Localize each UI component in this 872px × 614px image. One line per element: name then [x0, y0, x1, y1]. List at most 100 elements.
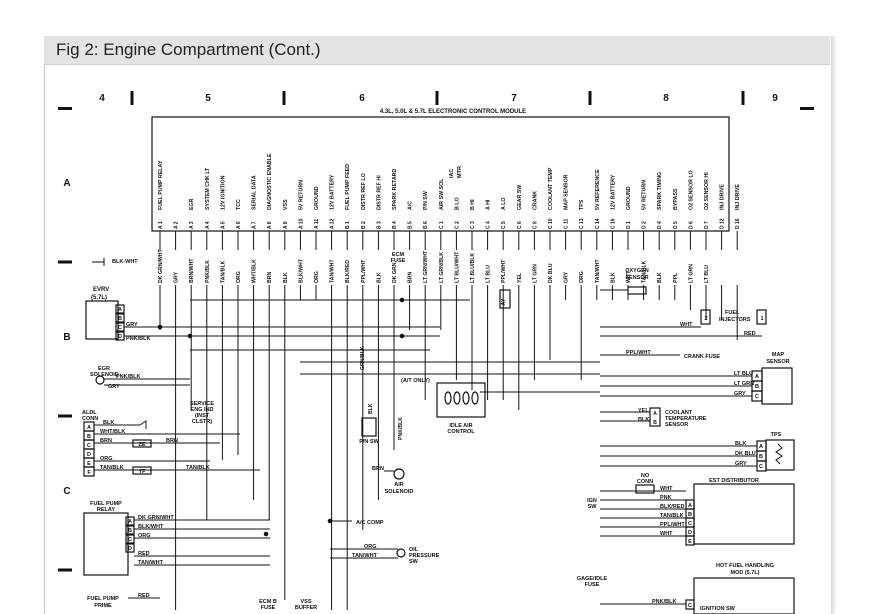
ay-label: AY	[501, 298, 507, 305]
evrv-pin	[115, 304, 125, 314]
fuel-pump-relay-pin-letter: A	[128, 519, 132, 525]
ecm-pin-number: A 2	[174, 221, 180, 229]
iac-label: IDLE AIR	[449, 423, 472, 429]
ecm-pin-label: O2 SENSOR HI	[704, 172, 710, 210]
oil-pressure-wire-org: ORG	[364, 544, 377, 550]
wire-color-label: TAN/WHT	[330, 259, 336, 283]
ecm-pin-label: SPARK RETARD	[392, 169, 398, 210]
ecm-pin-label: GROUND	[314, 186, 320, 210]
vss-buffer-label: BUFFER	[295, 605, 317, 611]
ecm-pin-label: 12V BATTERY	[330, 174, 336, 210]
wire-color-label: BLK/RED	[345, 260, 351, 283]
ecm-pin-label: GROUND	[626, 186, 632, 210]
splice-dot	[399, 297, 405, 303]
air-solenoid-label: AIR	[394, 482, 404, 488]
ecm-pin-number: D 2	[642, 221, 648, 229]
ecm-b-fuse-label: FUSE	[261, 605, 276, 611]
ecm-pin-label: P/N SW	[423, 191, 429, 210]
wire-color-label: BRN/WHT	[189, 258, 195, 283]
ecm-pin-label: TCC	[236, 199, 242, 210]
fuel-pump-relay-wire-label: DK GRN/WHT	[138, 515, 174, 521]
splice-dot	[157, 324, 163, 330]
injector-pin: 1	[760, 316, 763, 322]
pn-sw-name: P/N SW	[359, 439, 379, 445]
ecm-pin-number: A 6	[236, 221, 242, 229]
ecm-module	[151, 116, 730, 232]
evrv-pin-letter: D	[118, 334, 122, 340]
fuel-pump-relay-pin	[125, 525, 135, 535]
iac-coil	[453, 391, 461, 405]
aldl-pin-letter: F	[87, 470, 91, 476]
coolant-sensor-label: COOLANT	[665, 410, 693, 416]
wire-lines	[92, 231, 783, 610]
grid-tick	[588, 91, 592, 105]
ecm-pin-label: FUEL PUMP RELAY	[158, 160, 164, 210]
tps-wire-label: BLK	[735, 441, 746, 447]
wire-color-label: LT BLU	[486, 265, 492, 283]
ecm-pin-label: TPS	[579, 199, 585, 210]
ecm-iac-sub: MTR	[457, 166, 463, 178]
coolant-sensor-label: TEMPERATURE	[665, 416, 707, 422]
hot-fuel-pin	[685, 599, 695, 610]
ecm-pin-number: C 11	[564, 218, 570, 229]
ecm-pin-label: A HI	[486, 199, 492, 210]
idle-air-control-body	[436, 382, 486, 418]
aldl-pin-letter: D	[87, 452, 91, 458]
fuel-pump-relay-wire-label: TAN/WHT	[138, 560, 164, 566]
hot-fuel-body	[693, 577, 795, 614]
evrv-name: EVRV	[93, 287, 109, 293]
aldl-pin-letter: C	[87, 443, 91, 449]
hot-fuel-pin-letter: C	[688, 603, 692, 609]
ecm-pin-number: C 4	[486, 221, 492, 229]
evrv-wire-gry: GRY	[126, 322, 138, 328]
evrv-pin-letter: B	[118, 316, 122, 322]
grid-tick	[130, 91, 134, 105]
ecm-pin-number: D 7	[704, 221, 710, 229]
wire-color-label: LT GRN	[532, 264, 538, 283]
fuel-pump-relay-pin-letter: B	[128, 528, 132, 534]
grid-row-A: A	[63, 178, 70, 189]
oil-pressure-label: OIL	[409, 547, 419, 553]
est-wire-label: WHT	[660, 486, 673, 492]
tps-name: TPS	[771, 432, 782, 438]
coolant-wire-blk: BLK	[638, 417, 649, 423]
aldl-extra-brn: BRN	[166, 438, 178, 444]
fuel-pump-relay-wire-label: RED	[138, 551, 150, 557]
no-conn-label: CONN	[637, 479, 653, 485]
evrv-wire-pnk: PNK/BLK	[126, 336, 150, 342]
injector-wire-wht: WHT	[680, 322, 693, 328]
grid-tick	[435, 91, 439, 105]
grid-tick	[282, 91, 286, 105]
ecm-pin-number: A 1	[158, 221, 164, 229]
ecm-pin-number: A 7	[252, 221, 258, 229]
ecm-pin-number: B 5	[408, 221, 414, 229]
iac-coil	[471, 391, 479, 405]
coolant-wire-yel: YEL	[638, 408, 649, 414]
egr-sub: SOLENOID	[90, 372, 119, 378]
grid-column-8: 8	[663, 93, 669, 104]
injector-wire-red: RED	[744, 331, 756, 337]
injector-1	[756, 309, 767, 325]
splice-dot	[399, 333, 405, 339]
ecm-pin-label: SYSTEM CHK LT	[205, 167, 211, 210]
tps-pin-letter: A	[759, 444, 763, 450]
ecm-pin-number: C 10	[548, 218, 554, 229]
ecm-pin-number: A 3	[189, 221, 195, 229]
wire-color-label: DK GRN/WHT	[158, 248, 164, 283]
ecm-pin-number: A 5	[220, 221, 226, 229]
wire-color-label: PNK/BLK	[205, 260, 211, 283]
coolant-sensor-body	[649, 407, 661, 427]
fuel-pump-relay-wire-label: ORG	[138, 533, 151, 539]
aldl-extra-tanblk: TAN/BLK	[186, 465, 210, 471]
grid-row-B: B	[63, 332, 70, 343]
aldl-splice-yf	[132, 466, 152, 475]
wire-color-label: WHT	[626, 270, 632, 283]
est-wire-label: TAN/BLK	[660, 513, 684, 519]
aldl-pin	[83, 466, 95, 477]
wire-color-label: BLK	[657, 272, 663, 283]
oil-pressure-label: SW	[409, 559, 419, 565]
wire-color-label: GRY	[564, 271, 570, 283]
fuel-pump-relay-pin	[125, 534, 135, 544]
tps-resistor	[775, 443, 783, 465]
wire-color-label: BRN	[267, 272, 273, 283]
